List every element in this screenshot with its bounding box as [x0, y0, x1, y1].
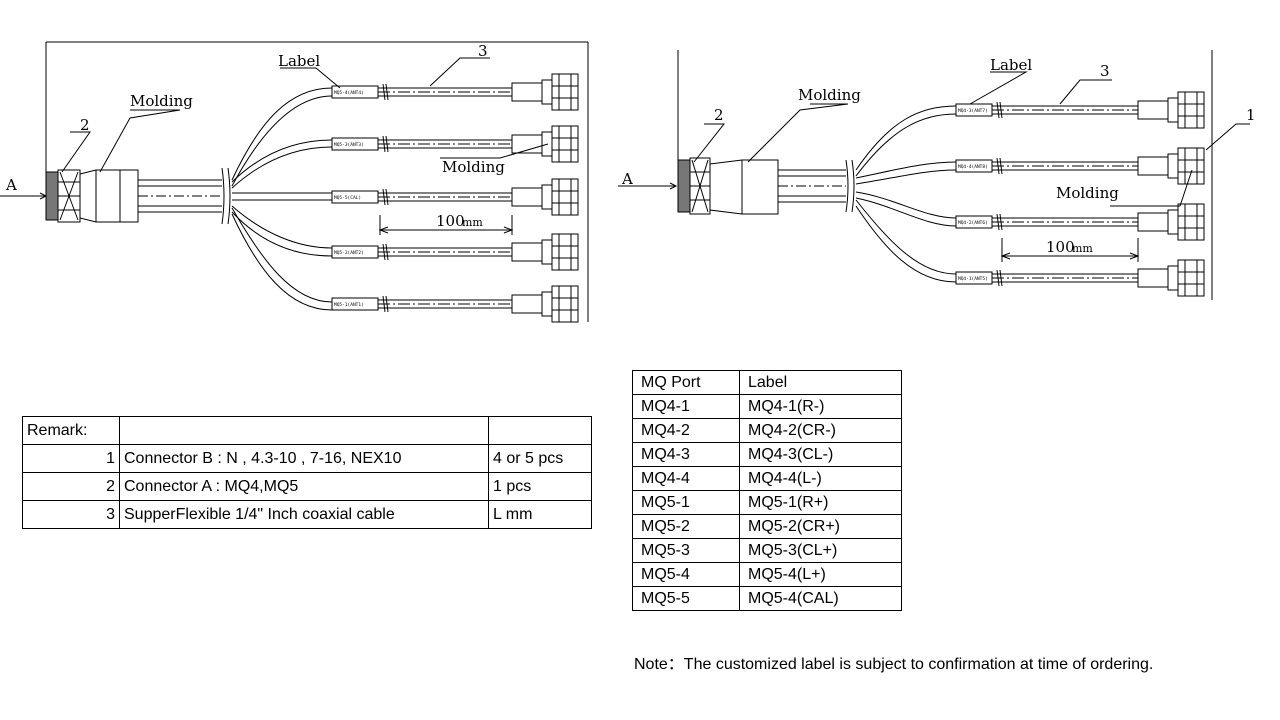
- label-cell: MQ5-4(CAL): [739, 586, 902, 611]
- label-cell: MQ4-2(CR-): [739, 418, 902, 443]
- port-cell: MQ4-3: [632, 442, 740, 467]
- remark-desc: SupperFlexible 1/4" Inch coaxial cable: [119, 500, 489, 529]
- right-callout-1: 1: [1246, 106, 1256, 124]
- right-dimension-unit: mm: [1072, 242, 1093, 255]
- remark-desc: Connector A : MQ4,MQ5: [119, 472, 489, 501]
- right-cable-assembly: [618, 50, 1250, 300]
- remark-num: 1: [22, 444, 120, 473]
- right-dimension-value: 100: [1046, 238, 1075, 256]
- port-header-row: MQ Port Label: [632, 370, 902, 395]
- label-cell: MQ5-4(L+): [739, 562, 902, 587]
- right-view-a: A: [621, 170, 633, 188]
- remark-header-blank: [119, 416, 489, 445]
- remark-num: 2: [22, 472, 120, 501]
- left-callout-2: 2: [80, 116, 90, 134]
- right-callout-2: 2: [714, 106, 724, 124]
- table-row: 2 Connector A : MQ4,MQ5 1 pcs: [22, 472, 592, 501]
- port-cell: MQ5-1: [632, 490, 740, 515]
- cable-drawings: Label Molding Molding 2 3 A 100 mm MQ5-4…: [0, 41, 1256, 323]
- left-tag-1: MQ5-4(ANT4): [334, 90, 364, 96]
- port-cell: MQ5-5: [632, 586, 740, 611]
- right-tag-1: MQ4-3(ANT7): [958, 108, 988, 114]
- remark-header-row: Remark:: [22, 416, 592, 445]
- left-dimension-unit: mm: [462, 216, 483, 229]
- left-callout-3: 3: [478, 42, 488, 60]
- port-cell: MQ5-4: [632, 562, 740, 587]
- port-cell: MQ5-2: [632, 514, 740, 539]
- right-molding-callout-mid: Molding: [1056, 184, 1119, 202]
- table-row: 3 SupperFlexible 1/4" Inch coaxial cable…: [22, 500, 592, 529]
- label-cell: MQ5-1(R+): [739, 490, 902, 515]
- port-cell: MQ5-3: [632, 538, 740, 563]
- right-tag-4: MQ4-1(ANT5): [958, 276, 988, 282]
- ordering-note: Note：The customized label is subject to …: [634, 656, 1154, 673]
- remark-qty: 4 or 5 pcs: [488, 444, 592, 473]
- remark-qty: 1 pcs: [488, 472, 592, 501]
- left-dimension-value: 100: [436, 212, 465, 230]
- left-view-a: A: [5, 176, 17, 194]
- left-tag-2: MQ5-3(ANT3): [334, 142, 364, 148]
- right-label-callout: Label: [990, 56, 1032, 74]
- label-cell: MQ4-4(L-): [739, 466, 902, 491]
- left-tag-4: MQ5-2(ANT2): [334, 250, 364, 256]
- port-header-label: Label: [739, 370, 902, 395]
- left-molding-callout-mid: Molding: [442, 158, 505, 176]
- right-molding-callout-top: Molding: [798, 86, 861, 104]
- port-header-port: MQ Port: [632, 370, 740, 395]
- left-tag-3: MQ5-5(CAL): [334, 195, 361, 201]
- label-cell: MQ5-3(CL+): [739, 538, 902, 563]
- remark-header: Remark:: [22, 416, 120, 445]
- remark-header-blank-2: [488, 416, 592, 445]
- left-label-callout: Label: [278, 52, 320, 70]
- left-cable-assembly: [0, 41, 589, 323]
- table-row: 1 Connector B : N , 4.3-10 , 7-16, NEX10…: [22, 444, 592, 473]
- remark-table: Remark: 1 Connector B : N , 4.3-10 , 7-1…: [22, 416, 592, 529]
- port-cell: MQ4-2: [632, 418, 740, 443]
- remark-desc: Connector B : N , 4.3-10 , 7-16, NEX10: [119, 444, 489, 473]
- remark-qty: L mm: [488, 500, 592, 529]
- left-tag-5: MQ5-1(ANT1): [334, 302, 364, 308]
- port-cell: MQ4-4: [632, 466, 740, 491]
- label-cell: MQ4-3(CL-): [739, 442, 902, 467]
- right-callout-3: 3: [1100, 62, 1110, 80]
- remark-num: 3: [22, 500, 120, 529]
- label-cell: MQ5-2(CR+): [739, 514, 902, 539]
- left-molding-callout-top: Molding: [130, 92, 193, 110]
- right-tag-3: MQ4-2(ANT6): [958, 220, 988, 226]
- label-cell: MQ4-1(R-): [739, 394, 902, 419]
- port-cell: MQ4-1: [632, 394, 740, 419]
- right-tag-2: MQ4-4(ANT8): [958, 164, 988, 170]
